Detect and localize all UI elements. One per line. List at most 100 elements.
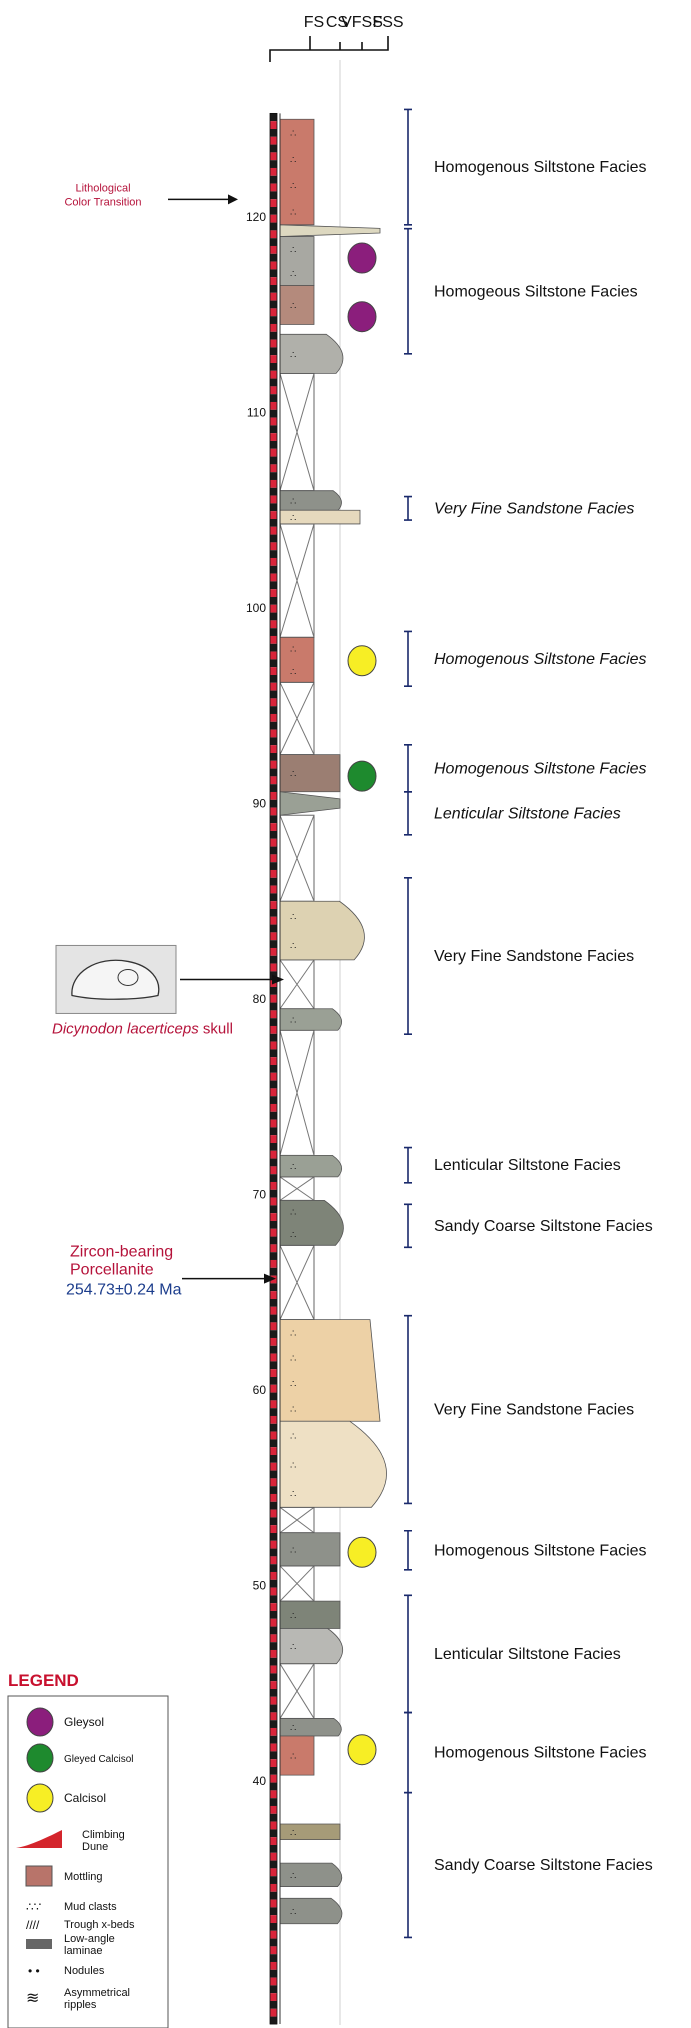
scale-tick (270, 1689, 277, 1697)
facies-bracket (404, 1148, 412, 1183)
scale-tick (270, 878, 277, 886)
scale-tick (270, 480, 277, 488)
scale-tick (270, 1946, 277, 1954)
scale-tick (270, 1619, 277, 1627)
mud-clast-mark: ∴ (290, 1871, 296, 1882)
paleosol-circle (348, 646, 376, 676)
scale-tick (270, 1400, 277, 1408)
legend-label: Gleysol (64, 1715, 104, 1729)
facies-bracket (404, 792, 412, 835)
scale-tick (270, 1026, 277, 1034)
scale-tick (270, 1525, 277, 1533)
mud-clast-mark: ∴ (290, 667, 296, 678)
scale-tick (270, 340, 277, 348)
paleosol-circle (348, 1537, 376, 1567)
scale-tick (270, 1939, 277, 1947)
scale-tick (270, 1892, 277, 1900)
scale-tick (270, 1463, 277, 1471)
scale-tick (270, 1416, 277, 1424)
scale-tick (270, 1564, 277, 1572)
scale-tick (270, 1658, 277, 1666)
scale-tick (270, 886, 277, 894)
scale-tick (270, 1049, 277, 1057)
scale-tick (270, 706, 277, 714)
facies-bracket (404, 1713, 412, 1793)
skull-label-suffix: skull (199, 1020, 233, 1037)
legend-swatch: ≋ (26, 1990, 39, 2007)
zircon-label: Zircon-bearing (70, 1244, 173, 1261)
scale-tick (270, 246, 277, 254)
scale-tick (270, 964, 277, 972)
mud-clast-mark: ∴ (290, 350, 296, 361)
scale-tick (270, 1042, 277, 1050)
scale-tick (270, 823, 277, 831)
scale-tick (270, 2009, 277, 2017)
mud-clast-mark: ∴ (290, 1162, 296, 1173)
scale-label: 40 (253, 1774, 267, 1788)
legend-label: laminae (64, 1945, 103, 1957)
legend-label: ripples (64, 1999, 97, 2011)
facies-label: Homogenous Siltstone Facies (434, 159, 647, 176)
mud-clast-mark: ∴ (290, 769, 296, 780)
mud-clast-mark: ∴ (290, 496, 296, 507)
scale-tick (270, 129, 277, 137)
scale-tick (270, 1073, 277, 1081)
scale-tick (270, 488, 277, 496)
scale-tick (270, 1666, 277, 1674)
scale-tick (270, 1244, 277, 1252)
scale-tick (270, 1268, 277, 1276)
covered-intervals (280, 373, 314, 1718)
scale-label: 120 (246, 210, 266, 224)
scale-tick (270, 925, 277, 933)
scale-tick (270, 1611, 277, 1619)
scale-tick (270, 1283, 277, 1291)
legend-swatch: • • (28, 1964, 40, 1978)
scale-tick (270, 862, 277, 870)
grain-size-label: FSS (372, 14, 403, 31)
facies-bracket (404, 1204, 412, 1247)
scale-tick (270, 1354, 277, 1362)
legend-label: Asymmetrical (64, 1987, 130, 1999)
mud-clast-mark: ∴ (290, 128, 296, 139)
scale-tick (270, 1377, 277, 1385)
scale-tick (270, 199, 277, 207)
mud-clast-mark: ∴ (290, 1828, 296, 1839)
facies-bracket (404, 745, 412, 792)
mud-clast-mark: ∴ (290, 269, 296, 280)
mud-clast-mark: ∴ (290, 1460, 296, 1471)
scale-tick (270, 1681, 277, 1689)
mud-clast-mark: ∴ (290, 1379, 296, 1390)
skull-label: Dicynodon lacerticeps skull (52, 1020, 233, 1037)
scale-tick (270, 753, 277, 761)
scale-tick (270, 1174, 277, 1182)
scale-tick (270, 2001, 277, 2009)
scale-tick (270, 1853, 277, 1861)
scale-tick (270, 2017, 277, 2025)
lithology-unit (280, 237, 314, 286)
scale-tick (270, 932, 277, 940)
arrow-head (228, 194, 238, 204)
mud-clast-mark: ∴ (290, 1611, 296, 1622)
facies-label: Homogenous Siltstone Facies (434, 760, 647, 777)
facies-label: Very Fine Sandstone Facies (434, 948, 634, 965)
facies-bracket (404, 1793, 412, 1938)
scale-tick (270, 1673, 277, 1681)
scale-tick (270, 628, 277, 636)
scale-label: 100 (246, 601, 266, 615)
mud-clast-mark: ∴ (290, 301, 296, 312)
facies-label: Sandy Coarse Siltstone Facies (434, 1857, 653, 1874)
legend-label: Calcisol (64, 1791, 106, 1805)
lithology-unit (280, 1824, 340, 1840)
scale-tick (270, 1369, 277, 1377)
scale-tick (270, 1868, 277, 1876)
scale-tick (270, 410, 277, 418)
mud-clast-mark: ∴ (290, 1489, 296, 1500)
scale-tick (270, 191, 277, 199)
mud-clast-mark: ∴ (290, 155, 296, 166)
scale-tick (270, 1010, 277, 1018)
scale-tick (270, 1829, 277, 1837)
scale-tick (270, 1081, 277, 1089)
facies-label: Homogenous Siltstone Facies (434, 1745, 647, 1762)
